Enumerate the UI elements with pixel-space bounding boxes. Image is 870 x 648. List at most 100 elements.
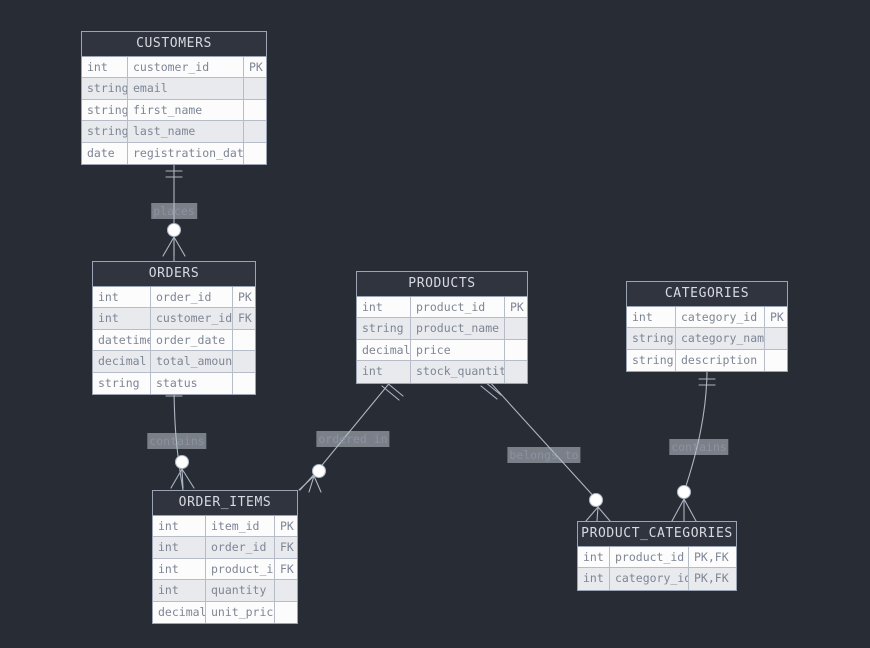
attribute-key: PK,FK bbox=[689, 547, 736, 569]
attribute-name: registration_date bbox=[128, 142, 244, 164]
attribute-type: string bbox=[82, 99, 128, 122]
attribute-name: total_amount bbox=[151, 351, 233, 373]
attribute-type: date bbox=[82, 142, 128, 164]
attribute-key: PK bbox=[765, 307, 787, 329]
attribute-key: FK bbox=[275, 537, 297, 559]
attribute-name: price bbox=[411, 339, 505, 362]
relationship-label: ordered in bbox=[316, 431, 390, 447]
attribute-name: description bbox=[676, 349, 765, 372]
attribute-key: FK bbox=[233, 308, 255, 330]
attribute-key: FK bbox=[275, 559, 297, 581]
attribute-type: int bbox=[357, 297, 411, 319]
attribute-name: category_id bbox=[610, 568, 689, 590]
attribute-type: string bbox=[627, 349, 676, 372]
entity-title: PRODUCT_CATEGORIES bbox=[578, 522, 736, 547]
attribute-type: int bbox=[578, 547, 610, 569]
attribute-name: product_id bbox=[206, 558, 275, 581]
attribute-key: PK bbox=[244, 57, 266, 79]
attribute-key: PK bbox=[275, 516, 297, 538]
attribute-key bbox=[244, 121, 266, 143]
attribute-type: int bbox=[93, 308, 151, 330]
attribute-type: string bbox=[82, 78, 128, 100]
attribute-name: order_id bbox=[151, 287, 233, 309]
attribute-name: category_id bbox=[676, 307, 765, 329]
entity-title: CUSTOMERS bbox=[82, 32, 266, 57]
attribute-type: int bbox=[153, 558, 206, 581]
attribute-name: customer_id bbox=[151, 308, 233, 330]
attribute-type: int bbox=[153, 537, 206, 559]
attribute-name: item_id bbox=[206, 516, 275, 538]
entity-title: ORDER_ITEMS bbox=[153, 491, 297, 516]
attribute-key bbox=[244, 78, 266, 100]
attribute-type: string bbox=[82, 121, 128, 143]
attribute-type: int bbox=[627, 307, 676, 329]
attribute-key bbox=[275, 580, 297, 602]
attribute-name: first_name bbox=[128, 99, 244, 122]
attribute-key bbox=[505, 318, 527, 340]
attribute-key bbox=[233, 351, 255, 373]
attribute-name: product_id bbox=[610, 547, 689, 569]
attribute-name: customer_id bbox=[128, 57, 244, 79]
relationship-label: belongs to bbox=[507, 447, 581, 463]
attribute-name: product_id bbox=[411, 297, 505, 319]
attribute-type: datetime bbox=[93, 329, 151, 352]
attribute-key bbox=[244, 143, 266, 164]
attribute-type: int bbox=[578, 568, 610, 590]
entity-title: CATEGORIES bbox=[627, 282, 787, 307]
attribute-name: status bbox=[151, 372, 233, 394]
relationship-label: contains bbox=[669, 439, 729, 455]
attribute-type: int bbox=[357, 361, 411, 383]
attribute-key bbox=[233, 330, 255, 352]
attribute-type: string bbox=[627, 328, 676, 350]
entity-title: PRODUCTS bbox=[357, 272, 527, 297]
attribute-name: email bbox=[128, 78, 244, 100]
attribute-key: PK bbox=[233, 287, 255, 309]
attribute-type: decimal bbox=[357, 339, 411, 362]
attribute-type: int bbox=[153, 516, 206, 538]
attribute-type: decimal bbox=[93, 351, 151, 373]
attribute-name: product_name bbox=[411, 318, 505, 340]
attribute-key bbox=[505, 361, 527, 382]
attribute-key bbox=[233, 373, 255, 394]
attribute-name: stock_quantity bbox=[411, 361, 505, 383]
attribute-name: order_date bbox=[151, 329, 233, 352]
attribute-name: order_id bbox=[206, 537, 275, 559]
relationship-label: contains bbox=[147, 433, 207, 449]
entity-title: ORDERS bbox=[93, 262, 255, 287]
attribute-key bbox=[275, 602, 297, 623]
attribute-key: PK bbox=[505, 297, 527, 319]
attribute-type: int bbox=[93, 287, 151, 309]
attribute-key: PK,FK bbox=[694, 571, 729, 586]
